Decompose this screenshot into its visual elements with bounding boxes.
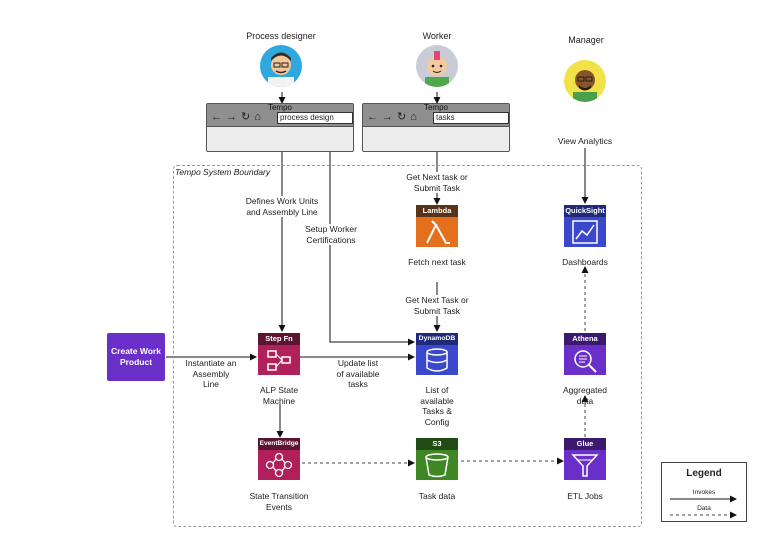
browser-nav-icons[interactable]: ←→↻⌂ xyxy=(367,111,421,123)
stepfn-node[interactable]: Step Fn xyxy=(258,333,300,375)
athena-icon xyxy=(574,350,597,373)
stepfn-caption: ALP State Machine xyxy=(259,385,299,406)
s3-caption: Task data xyxy=(418,491,456,501)
quicksight-node[interactable]: QuickSight xyxy=(564,205,606,247)
designer-avatar xyxy=(260,45,302,87)
get-next-task-label-mid: Get Next Task or Submit Task xyxy=(404,295,470,316)
designer-browser-window: Tempo ←→↻⌂ process design xyxy=(206,103,354,152)
manager-avatar xyxy=(564,60,606,102)
defines-work-units-label: Defines Work Units and Assembly Line xyxy=(242,196,322,217)
setup-certifications-arrow xyxy=(329,151,415,346)
s3-title: S3 xyxy=(416,438,458,450)
worker-avatar xyxy=(416,45,458,87)
s3-node[interactable]: S3 xyxy=(416,438,458,480)
designer-face-icon xyxy=(268,52,294,87)
eventbridge-caption: State Transition Events xyxy=(249,491,309,512)
boundary-title: Tempo System Boundary xyxy=(175,167,271,177)
lambda-icon xyxy=(426,220,450,244)
glue-node[interactable]: Glue xyxy=(564,438,606,480)
worker-browser-title: Tempo xyxy=(423,103,448,112)
s3-bucket-icon xyxy=(425,453,449,478)
eventbridge-icon xyxy=(265,452,293,478)
stepfn-title: Step Fn xyxy=(258,333,300,345)
quicksight-caption: Dashboards xyxy=(562,257,608,267)
legend-invokes-label: Invokes xyxy=(692,489,716,496)
stepfn-icon xyxy=(267,350,291,371)
worker-label: Worker xyxy=(422,31,452,41)
athena-caption: Aggregated data xyxy=(563,385,607,406)
eventbridge-title: EventBridge xyxy=(258,438,300,450)
dynamodb-caption: List of available Tasks & Config xyxy=(420,385,454,427)
designer-url-field[interactable]: process design xyxy=(277,112,353,124)
get-next-task-label-top: Get Next task or Submit Task xyxy=(404,172,470,193)
legend-lines xyxy=(670,495,737,519)
setup-certifications-label: Setup Worker Certifications xyxy=(300,224,362,245)
browser-nav-icons[interactable]: ←→↻⌂ xyxy=(211,111,265,123)
legend: Legend Invokes Data xyxy=(661,462,747,522)
worker-face-icon xyxy=(425,51,449,87)
manager-face-icon xyxy=(573,70,597,102)
update-list-label: Update list of available tasks xyxy=(336,358,380,389)
instantiate-label: Instantiate an Assembly Line xyxy=(185,358,237,389)
lambda-title: Lambda xyxy=(416,205,458,217)
glue-title: Glue xyxy=(564,438,606,450)
athena-node[interactable]: Athena xyxy=(564,333,606,375)
designer-label: Process designer xyxy=(246,31,316,41)
eventbridge-node[interactable]: EventBridge xyxy=(258,438,300,480)
manager-label: Manager xyxy=(568,35,604,45)
worker-url-field[interactable]: tasks xyxy=(433,112,509,124)
dynamodb-title: DynamoDB xyxy=(416,333,458,345)
legend-title: Legend xyxy=(686,468,722,479)
create-work-product-node[interactable]: Create Work Product xyxy=(107,333,165,381)
quicksight-title: QuickSight xyxy=(564,205,606,217)
designer-browser-title: Tempo xyxy=(267,103,292,112)
dynamodb-node[interactable]: DynamoDB xyxy=(416,333,458,375)
system-boundary xyxy=(173,165,642,527)
lambda-node[interactable]: Lambda xyxy=(416,205,458,247)
legend-data-label: Data xyxy=(697,505,711,512)
worker-browser-window: Tempo ←→↻⌂ tasks xyxy=(362,103,510,152)
athena-title: Athena xyxy=(564,333,606,345)
dynamodb-icon xyxy=(426,348,448,372)
glue-funnel-icon xyxy=(571,454,599,477)
glue-caption: ETL Jobs xyxy=(567,491,603,501)
view-analytics-label: View Analytics xyxy=(550,136,620,147)
lambda-caption: Fetch next task xyxy=(408,257,466,267)
quicksight-icon xyxy=(572,220,598,244)
